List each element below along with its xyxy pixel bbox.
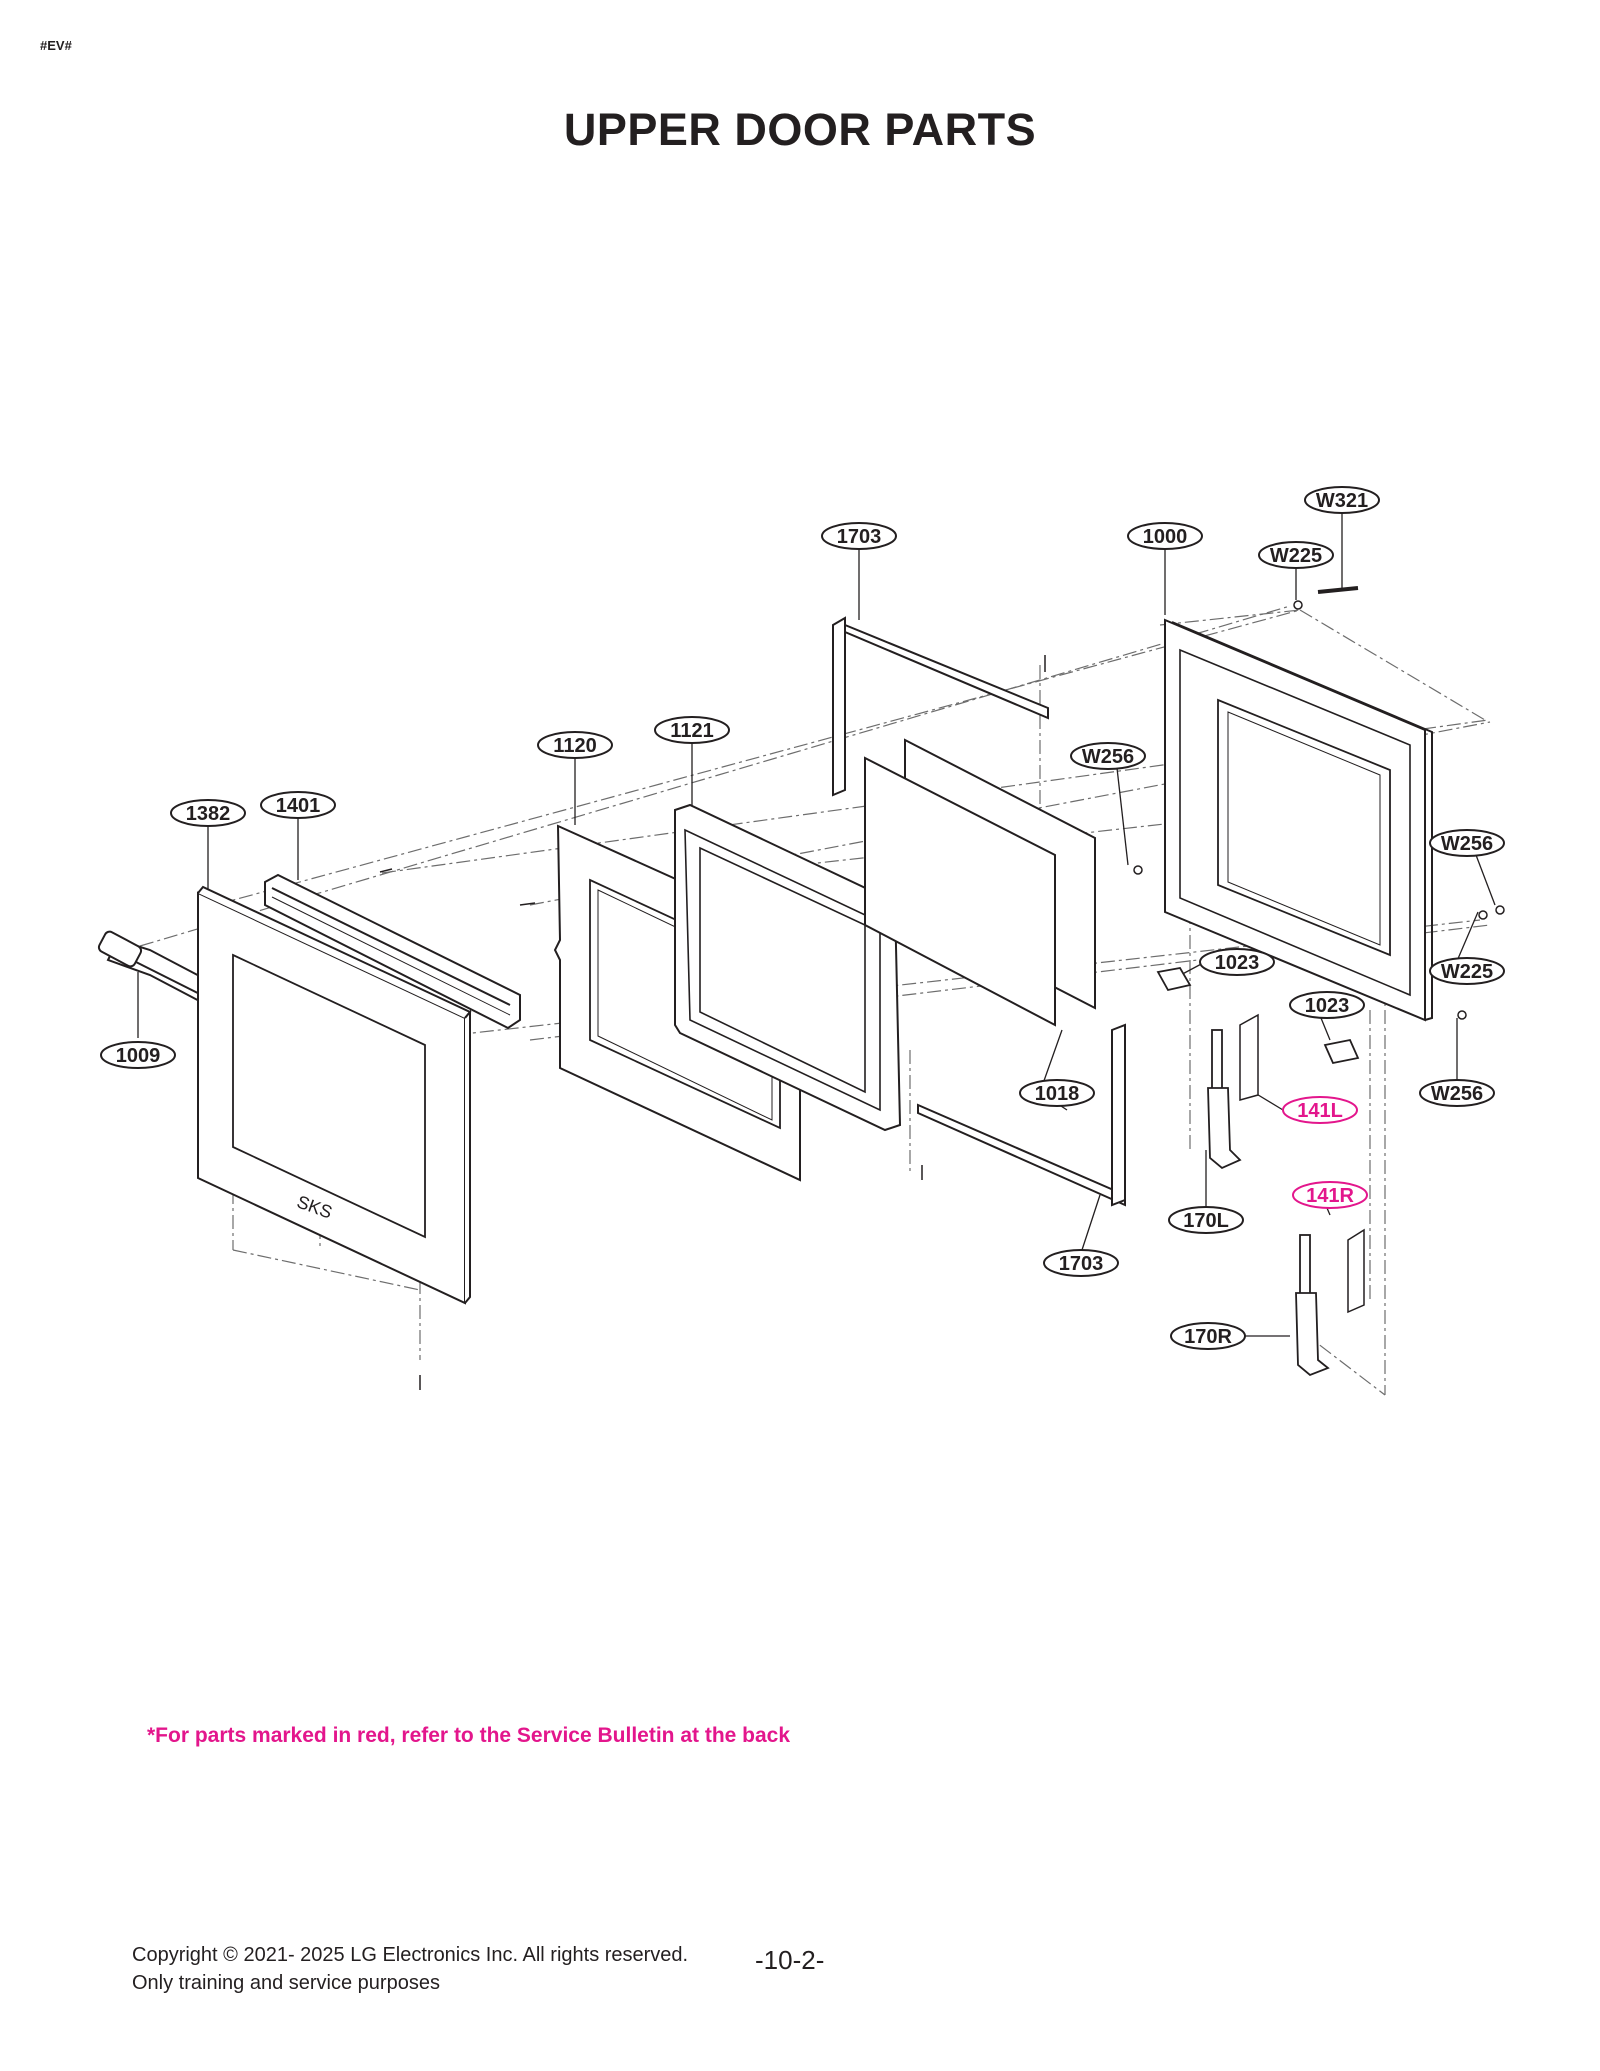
part-170-hinges (1207, 1029, 1330, 1377)
svg-text:1703: 1703 (837, 526, 882, 548)
svg-text:W225: W225 (1270, 545, 1322, 567)
usage-text: Only training and service purposes (132, 1972, 440, 1994)
callout-1018: 1018 (1019, 1079, 1095, 1107)
leader-lines (137, 510, 1496, 1337)
callout-141l: 141L (1282, 1096, 1358, 1124)
callout-1703-top: 1703 (821, 522, 897, 550)
callout-1703-bottom: 1703 (1043, 1249, 1119, 1277)
part-1023-caps (1156, 967, 1360, 1065)
callout-1121: 1121 (654, 716, 730, 744)
document-code: #EV# (40, 38, 72, 53)
svg-text:141R: 141R (1306, 1185, 1354, 1207)
part-1018-glass (864, 738, 1096, 1027)
svg-text:1023: 1023 (1305, 995, 1350, 1017)
hinge-170r-spring (1299, 1234, 1311, 1296)
svg-text:170R: 170R (1184, 1326, 1232, 1348)
part-141-brackets (1239, 1013, 1365, 1314)
callout-w225-top: W225 (1258, 541, 1334, 569)
svg-text:1009: 1009 (116, 1045, 161, 1067)
callout-w256-right: W256 (1429, 829, 1505, 857)
callout-1023-b: 1023 (1289, 991, 1365, 1019)
callout-170r: 170R (1170, 1322, 1246, 1350)
svg-text:1018: 1018 (1035, 1083, 1080, 1105)
service-bulletin-note: *For parts marked in red, refer to the S… (147, 1724, 791, 1747)
part-1401-vent-trim (264, 873, 521, 1030)
part-1121-gasket-frame (674, 803, 902, 1132)
page-title: UPPER DOOR PARTS (563, 104, 1037, 155)
callout-141r: 141R (1292, 1181, 1368, 1209)
callout-1000: 1000 (1127, 522, 1203, 550)
page-number: -10-2- (755, 1945, 825, 1975)
svg-text:1023: 1023 (1215, 952, 1260, 974)
svg-text:W256: W256 (1431, 1083, 1483, 1105)
svg-text:1703: 1703 (1059, 1253, 1104, 1275)
callout-1120: 1120 (537, 731, 613, 759)
svg-text:1401: 1401 (276, 795, 321, 817)
part-1382-outer-door: SKS (197, 885, 472, 1305)
callout-1401: 1401 (260, 791, 336, 819)
callout-w256-bottom: W256 (1419, 1079, 1495, 1107)
svg-text:1121: 1121 (670, 720, 713, 742)
callout-1009: 1009 (100, 1041, 176, 1069)
callouts: W321 1703 1000 W225 1121 1120 W256 1382 (100, 486, 1505, 1350)
callout-170l: 170L (1168, 1206, 1244, 1234)
svg-text:W321: W321 (1316, 490, 1368, 512)
callout-w321: W321 (1304, 486, 1380, 514)
svg-text:1120: 1120 (553, 735, 596, 757)
fasteners (379, 586, 1505, 1390)
part-1703-seals (832, 616, 1126, 1207)
svg-text:W256: W256 (1082, 746, 1134, 768)
svg-text:1382: 1382 (186, 803, 231, 825)
svg-text:1000: 1000 (1143, 526, 1188, 548)
svg-text:W256: W256 (1441, 833, 1493, 855)
svg-text:170L: 170L (1183, 1210, 1229, 1232)
svg-text:141L: 141L (1297, 1100, 1343, 1122)
callout-1023-a: 1023 (1199, 948, 1275, 976)
callout-w256-mid: W256 (1070, 742, 1146, 770)
hinge-170l-spring (1211, 1029, 1223, 1091)
part-1000-inner-liner (1164, 618, 1433, 1022)
callout-1382: 1382 (170, 799, 246, 827)
svg-text:W225: W225 (1441, 961, 1493, 983)
copyright-text: Copyright © 2021- 2025 LG Electronics In… (132, 1944, 689, 1966)
callout-w225-right: W225 (1429, 957, 1505, 985)
